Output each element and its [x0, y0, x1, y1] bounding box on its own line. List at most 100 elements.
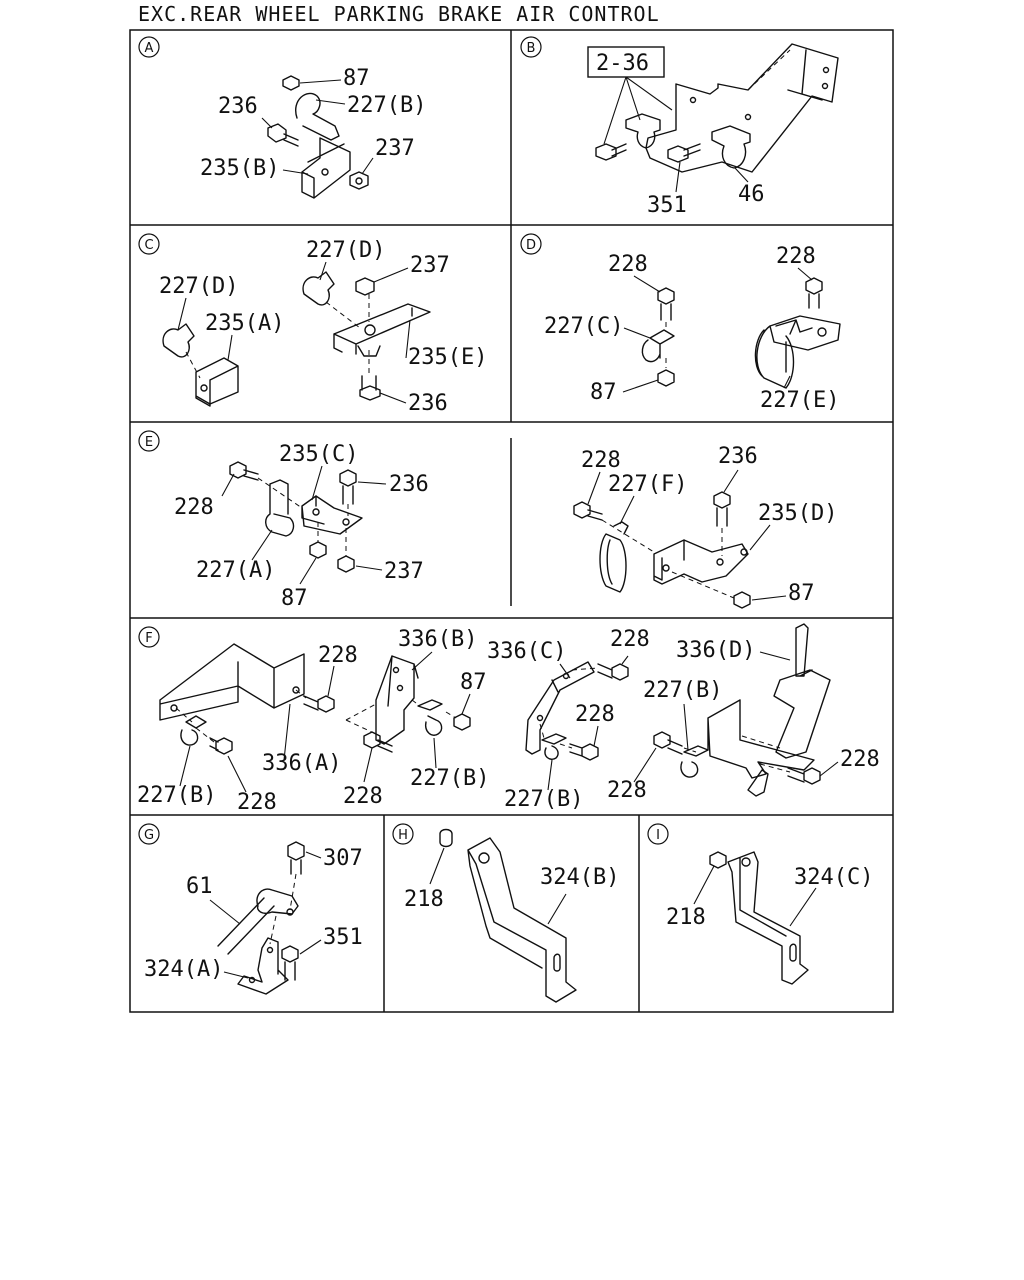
bolt-236-c	[359, 375, 381, 401]
bolt-351	[667, 143, 701, 163]
nut-237-c	[355, 277, 375, 296]
panel-d: D 228 228 227(C) 87 227(E)	[520, 233, 841, 413]
clip-227d-upper	[302, 271, 335, 306]
callout-228-e-right: 228	[581, 448, 621, 473]
panel-h-marker	[392, 823, 414, 845]
clip-227b	[295, 92, 340, 141]
panel-d-letter: D	[526, 238, 536, 253]
callout-228-f-a2: 228	[237, 790, 277, 815]
callout-351-g: 351	[323, 925, 363, 950]
clip-227b-f4	[680, 745, 709, 778]
diagram-title: EXC.REAR WHEEL PARKING BRAKE AIR CONTROL	[138, 2, 660, 26]
clamp-227e	[754, 315, 841, 389]
panel-f-letter: F	[145, 631, 152, 646]
callout-227e: 227(E)	[760, 388, 839, 413]
panel-g: G 307 61 351 324(A)	[138, 823, 363, 995]
callout-237-e: 237	[384, 559, 424, 584]
bracket-235c	[301, 495, 363, 535]
callout-87: 87	[343, 66, 370, 91]
callout-228-f-c: 228	[610, 627, 650, 652]
clip-on-pipe	[256, 888, 299, 915]
panel-h-letter: H	[398, 828, 408, 843]
callout-46: 46	[738, 182, 765, 207]
band-227f	[599, 521, 629, 593]
bolt-228-e-left	[229, 461, 259, 481]
callout-236-e-right: 236	[718, 444, 758, 469]
clip-227d-left	[162, 323, 195, 358]
bolt-228-f-c2	[569, 743, 599, 761]
panel-f-marker	[138, 626, 160, 648]
panel-c-letter: C	[144, 238, 153, 253]
callout-237-c: 237	[410, 253, 450, 278]
callout-336b: 336(B)	[398, 627, 477, 652]
panel-c: C 227(D) 237 227(D) 235(A) 235(E) 236	[138, 233, 487, 416]
panel-i: I 324(C) 218	[647, 823, 873, 985]
callout-218-h: 218	[404, 887, 444, 912]
callout-235c: 235(C)	[279, 442, 358, 467]
clip-left	[625, 113, 661, 149]
bracket-336c	[525, 661, 595, 755]
bolt-307	[287, 841, 305, 875]
panel-e-letter: E	[145, 435, 153, 450]
bolt-228-f-c	[597, 663, 629, 681]
callout-228-f-d: 228	[607, 778, 647, 803]
bolt-228-f-d2	[787, 767, 821, 785]
bracket-235d	[653, 539, 749, 585]
callout-227b-f4: 227(B)	[643, 678, 722, 703]
nut-218-i	[709, 851, 727, 869]
callout-336d: 336(D)	[676, 638, 755, 663]
panel-frames	[129, 29, 894, 1013]
callout-324c: 324(C)	[794, 865, 873, 890]
callout-227b-f3: 227(B)	[504, 787, 583, 812]
bolt-236	[267, 123, 299, 147]
bracket-235b	[301, 137, 351, 199]
callout-228-f-a: 228	[318, 643, 358, 668]
panel-g-letter: G	[144, 828, 154, 843]
panel-b-marker	[520, 36, 542, 58]
callout-235d: 235(D)	[758, 501, 837, 526]
bracket-336d	[707, 699, 815, 779]
panel-a: A 87 236 227(B) 237 235(B)	[138, 36, 426, 199]
callout-227d-left: 227(D)	[159, 274, 238, 299]
callout-235b: 235(B)	[200, 156, 279, 181]
callout-324a: 324(A)	[144, 957, 223, 982]
panel-b-letter: B	[527, 41, 536, 56]
panel-d-marker	[520, 233, 542, 255]
callout-61: 61	[186, 874, 213, 899]
bracket-336d-upper	[773, 623, 831, 759]
bolt-228-e-right	[573, 501, 603, 521]
panel-e: E 235(C) 236 228 227(A) 237 87 228 236 2…	[138, 430, 837, 611]
clip-227c	[641, 329, 675, 363]
bracket-235a	[195, 357, 239, 407]
callout-351: 351	[647, 193, 687, 218]
bolt-228-d-right	[805, 277, 823, 309]
callout-336a: 336(A)	[262, 751, 341, 776]
callout-87-d: 87	[590, 380, 617, 405]
callout-236-c: 236	[408, 391, 448, 416]
nut-87-e-right	[733, 591, 751, 609]
callout-236-e-left: 236	[389, 472, 429, 497]
callout-227a: 227(A)	[196, 558, 275, 583]
callout-235a: 235(A)	[205, 311, 284, 336]
callout-228-f-b: 228	[343, 784, 383, 809]
bolt-left	[595, 143, 627, 161]
panel-c-marker	[138, 233, 160, 255]
callout-228-d-left: 228	[608, 252, 648, 277]
callout-227b: 227(B)	[347, 93, 426, 118]
clip-227b-f1	[180, 715, 207, 746]
callout-227f: 227(F)	[608, 472, 687, 497]
nut-87-f	[453, 713, 471, 731]
bracket-336a	[159, 643, 305, 721]
panel-i-letter: I	[656, 828, 660, 843]
bolt-351-g	[281, 945, 299, 981]
bracket-324c	[727, 851, 809, 985]
bracket-336b	[375, 655, 419, 745]
bolt-228-d-left	[657, 287, 675, 321]
washer-218-h	[439, 828, 453, 848]
callout-87-e-right: 87	[788, 581, 815, 606]
clip-46	[711, 125, 751, 169]
bracket-324a	[237, 937, 289, 995]
panel-g-marker	[138, 823, 160, 845]
bolt-228-f-d	[653, 731, 683, 755]
